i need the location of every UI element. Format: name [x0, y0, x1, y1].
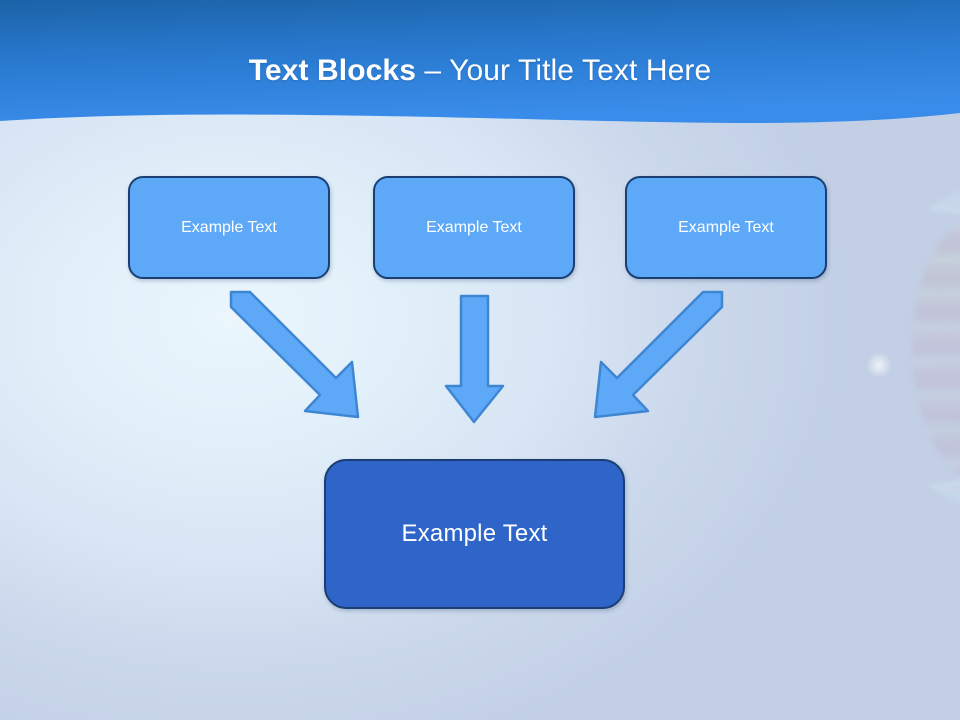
- text-block-1-label: Example Text: [181, 218, 277, 236]
- page-title-regular: Your Title Text Here: [449, 54, 712, 87]
- arrow-middle-vertical: [444, 294, 505, 424]
- text-block-3-label: Example Text: [678, 218, 774, 236]
- text-block-2[interactable]: Example Text: [373, 176, 575, 279]
- text-block-2-label: Example Text: [426, 218, 522, 236]
- page-title-separator: –: [416, 54, 450, 87]
- disc-graphic: [872, 186, 960, 508]
- text-block-3[interactable]: Example Text: [625, 176, 827, 279]
- page-title: Text Blocks – Your Title Text Here: [0, 52, 960, 90]
- text-block-result[interactable]: Example Text: [324, 459, 625, 609]
- arrow-right-diagonal: [593, 290, 724, 419]
- text-block-result-label: Example Text: [401, 520, 548, 547]
- text-block-1[interactable]: Example Text: [128, 176, 330, 279]
- disc-graphic-inner: [912, 212, 960, 484]
- disc-glow-icon: [866, 352, 892, 378]
- arrow-left-diagonal: [229, 290, 360, 419]
- page-title-bold: Text Blocks: [248, 54, 416, 87]
